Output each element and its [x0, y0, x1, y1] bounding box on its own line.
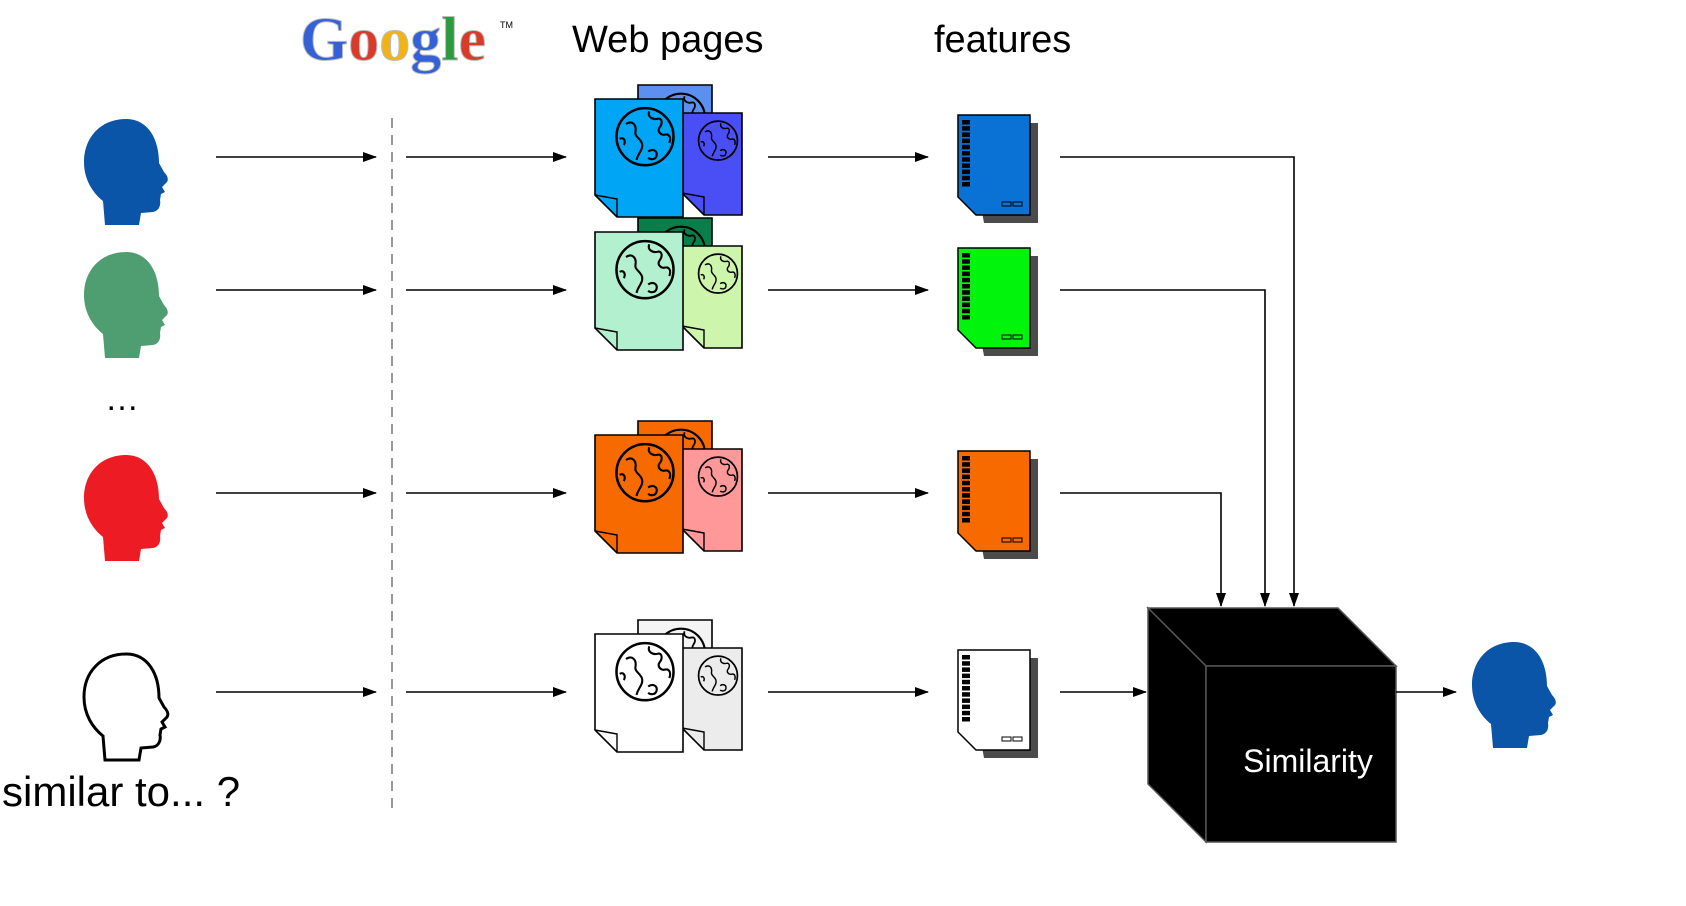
webpage-icon-front [594, 633, 684, 753]
svg-text:Google: Google [300, 6, 486, 74]
webpage-icon-middle [681, 112, 743, 216]
person-head-icon [84, 252, 168, 358]
rows [82, 84, 1038, 762]
feature-vector-icon [957, 649, 1038, 758]
feature-vector-icon [957, 247, 1038, 356]
result-head-icon [1472, 642, 1556, 748]
web-pages-heading: Web pages [572, 19, 764, 61]
webpage-icon-front [594, 98, 684, 218]
ellipsis-text: … [105, 380, 139, 418]
connector-row-2 [1060, 289, 1270, 607]
logo-letter: G [300, 6, 348, 74]
logo-trademark: TM [500, 20, 513, 30]
google-logo: Google TM [300, 6, 514, 75]
connector-row-3 [1060, 492, 1226, 607]
connector-row-1 [1060, 156, 1299, 607]
feature-vector-icon [957, 114, 1038, 223]
person-head-icon [84, 119, 168, 225]
webpage-icon-middle [681, 245, 743, 349]
logo-letter: o [348, 6, 379, 74]
person-head-icon [84, 455, 168, 561]
webpage-icon-middle [681, 647, 743, 751]
webpage-icon-front [594, 231, 684, 351]
logo-letter: l [441, 6, 458, 74]
feature-vector-icon [957, 450, 1038, 559]
row-4 [82, 619, 1038, 762]
result-head-shape [1472, 642, 1556, 748]
logo-letter: o [379, 6, 410, 74]
row-1 [84, 84, 1038, 225]
connectors [1060, 156, 1299, 697]
query-label: similar to... ? [2, 768, 240, 815]
cube-front-face [1205, 665, 1397, 843]
webpage-icon-front [594, 434, 684, 554]
similarity-cube: Similarity [1146, 606, 1398, 844]
row-3 [84, 420, 1038, 561]
similarity-label: Similarity [1243, 743, 1373, 779]
logo-letter: e [458, 6, 486, 74]
row-2 [84, 217, 1038, 358]
logo-letter: g [410, 6, 441, 74]
person-head-icon [82, 652, 170, 762]
webpage-icon-middle [681, 448, 743, 552]
features-heading: features [934, 19, 1071, 61]
